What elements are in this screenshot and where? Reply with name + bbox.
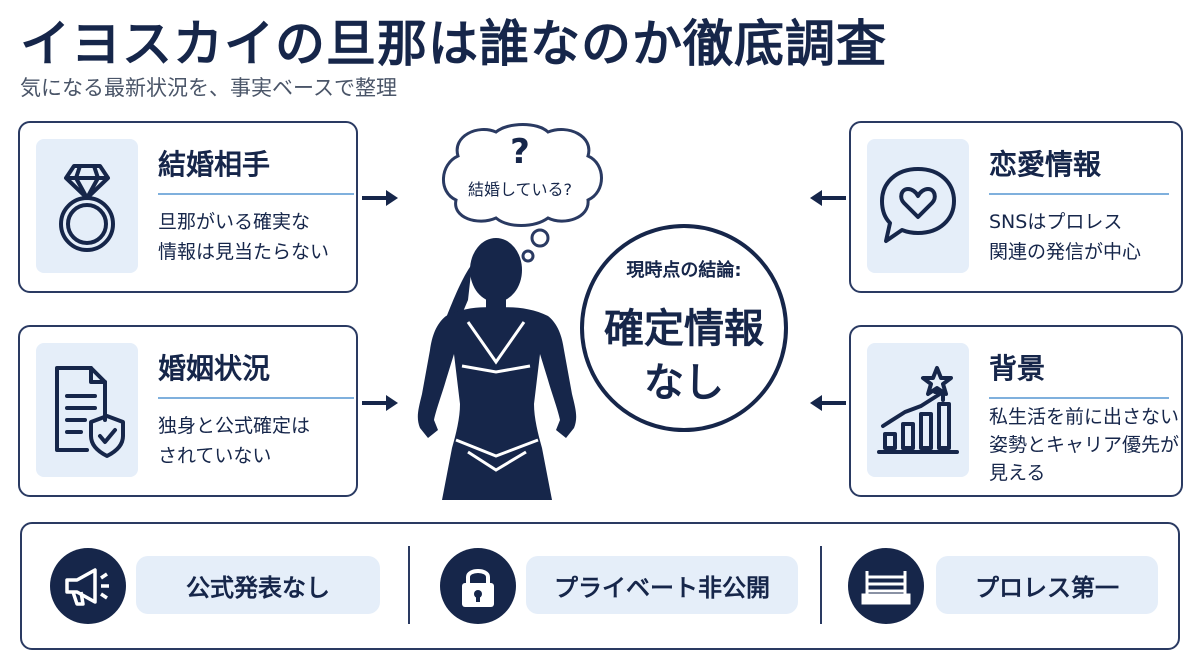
- card-body: 私生活を前に出さない 姿勢とキャリア優先が 見える: [989, 403, 1179, 487]
- card-romance-info: 恋愛情報 SNSはプロレス 関連の発信が中心: [849, 121, 1183, 293]
- conclusion-label: 現時点の結論:: [626, 260, 742, 281]
- card-line: 見える: [989, 462, 1046, 484]
- conclusion-line: 確定情報: [604, 306, 764, 352]
- wrestler-silhouette: [417, 238, 577, 500]
- conclusion-circle: [580, 224, 788, 432]
- ring-icon: [59, 164, 115, 252]
- card-line: 情報は見当たらない: [158, 241, 330, 263]
- arrow-right-icon: [362, 190, 398, 206]
- arrow-left-icon: [810, 190, 846, 206]
- summary-bar: 公式発表なし プライベート非公開 プロレス第一: [20, 522, 1180, 650]
- card-divider: [989, 193, 1169, 195]
- question-mark-icon: ?: [510, 132, 530, 172]
- card-marriage-partner: 結婚相手 旦那がいる確実な 情報は見当たらない: [18, 121, 358, 293]
- thought-bubble: [442, 123, 603, 263]
- card-line: 旦那がいる確実な: [158, 211, 311, 233]
- summary-item-private: プライベート非公開: [526, 556, 798, 614]
- card-body: 旦那がいる確実な 情報は見当たらない: [158, 207, 329, 267]
- card-title: 背景: [989, 352, 1046, 385]
- card-divider: [158, 193, 354, 195]
- page-title: イヨスカイの旦那は誰なのか徹底調査: [20, 15, 887, 73]
- card-title: 結婚相手: [158, 148, 271, 181]
- card-divider: [989, 397, 1169, 399]
- lock-icon: [462, 569, 494, 607]
- wrestling-ring-icon-circle: [848, 548, 924, 624]
- card-icon-box: [36, 343, 138, 477]
- megaphone-icon: [65, 568, 109, 606]
- card-line: 独身と公式確定は: [158, 415, 311, 437]
- document-shield-icon: [55, 366, 125, 458]
- card-body: 独身と公式確定は されていない: [158, 411, 310, 471]
- card-title: 恋愛情報: [989, 148, 1102, 181]
- card-icon-box: [36, 139, 138, 273]
- card-icon-box: [867, 343, 969, 477]
- card-marital-status: 婚姻状況 独身と公式確定は されていない: [18, 325, 358, 497]
- conclusion-text: 確定情報 なし: [586, 302, 782, 410]
- megaphone-icon-circle: [50, 548, 126, 624]
- page-subtitle: 気になる最新状況を、事実ベースで整理: [20, 76, 397, 100]
- wrestling-ring-icon: [861, 571, 911, 605]
- summary-item-wrestling-first: プロレス第一: [936, 556, 1158, 614]
- card-background: 背景 私生活を前に出さない 姿勢とキャリア優先が 見える: [849, 325, 1183, 497]
- summary-divider: [820, 546, 822, 624]
- card-line: されていない: [158, 445, 272, 467]
- growth-chart-star-icon: [877, 366, 959, 454]
- conclusion-line: なし: [644, 360, 724, 406]
- thought-bubble-text: 結婚している?: [467, 180, 572, 199]
- card-line: 姿勢とキャリア優先が: [989, 434, 1180, 456]
- card-icon-box: [867, 139, 969, 273]
- card-line: 私生活を前に出さない: [989, 406, 1180, 428]
- lock-icon-circle: [440, 548, 516, 624]
- card-line: 関連の発信が中心: [989, 241, 1142, 263]
- card-divider: [158, 397, 354, 399]
- card-line: SNSはプロレス: [989, 211, 1123, 233]
- heart-speech-icon: [880, 167, 956, 243]
- card-body: SNSはプロレス 関連の発信が中心: [989, 207, 1141, 267]
- summary-item-no-announcement: 公式発表なし: [136, 556, 380, 614]
- summary-divider: [408, 546, 410, 624]
- card-title: 婚姻状況: [158, 352, 271, 385]
- arrow-left-icon: [810, 395, 846, 411]
- arrow-right-icon: [362, 395, 398, 411]
